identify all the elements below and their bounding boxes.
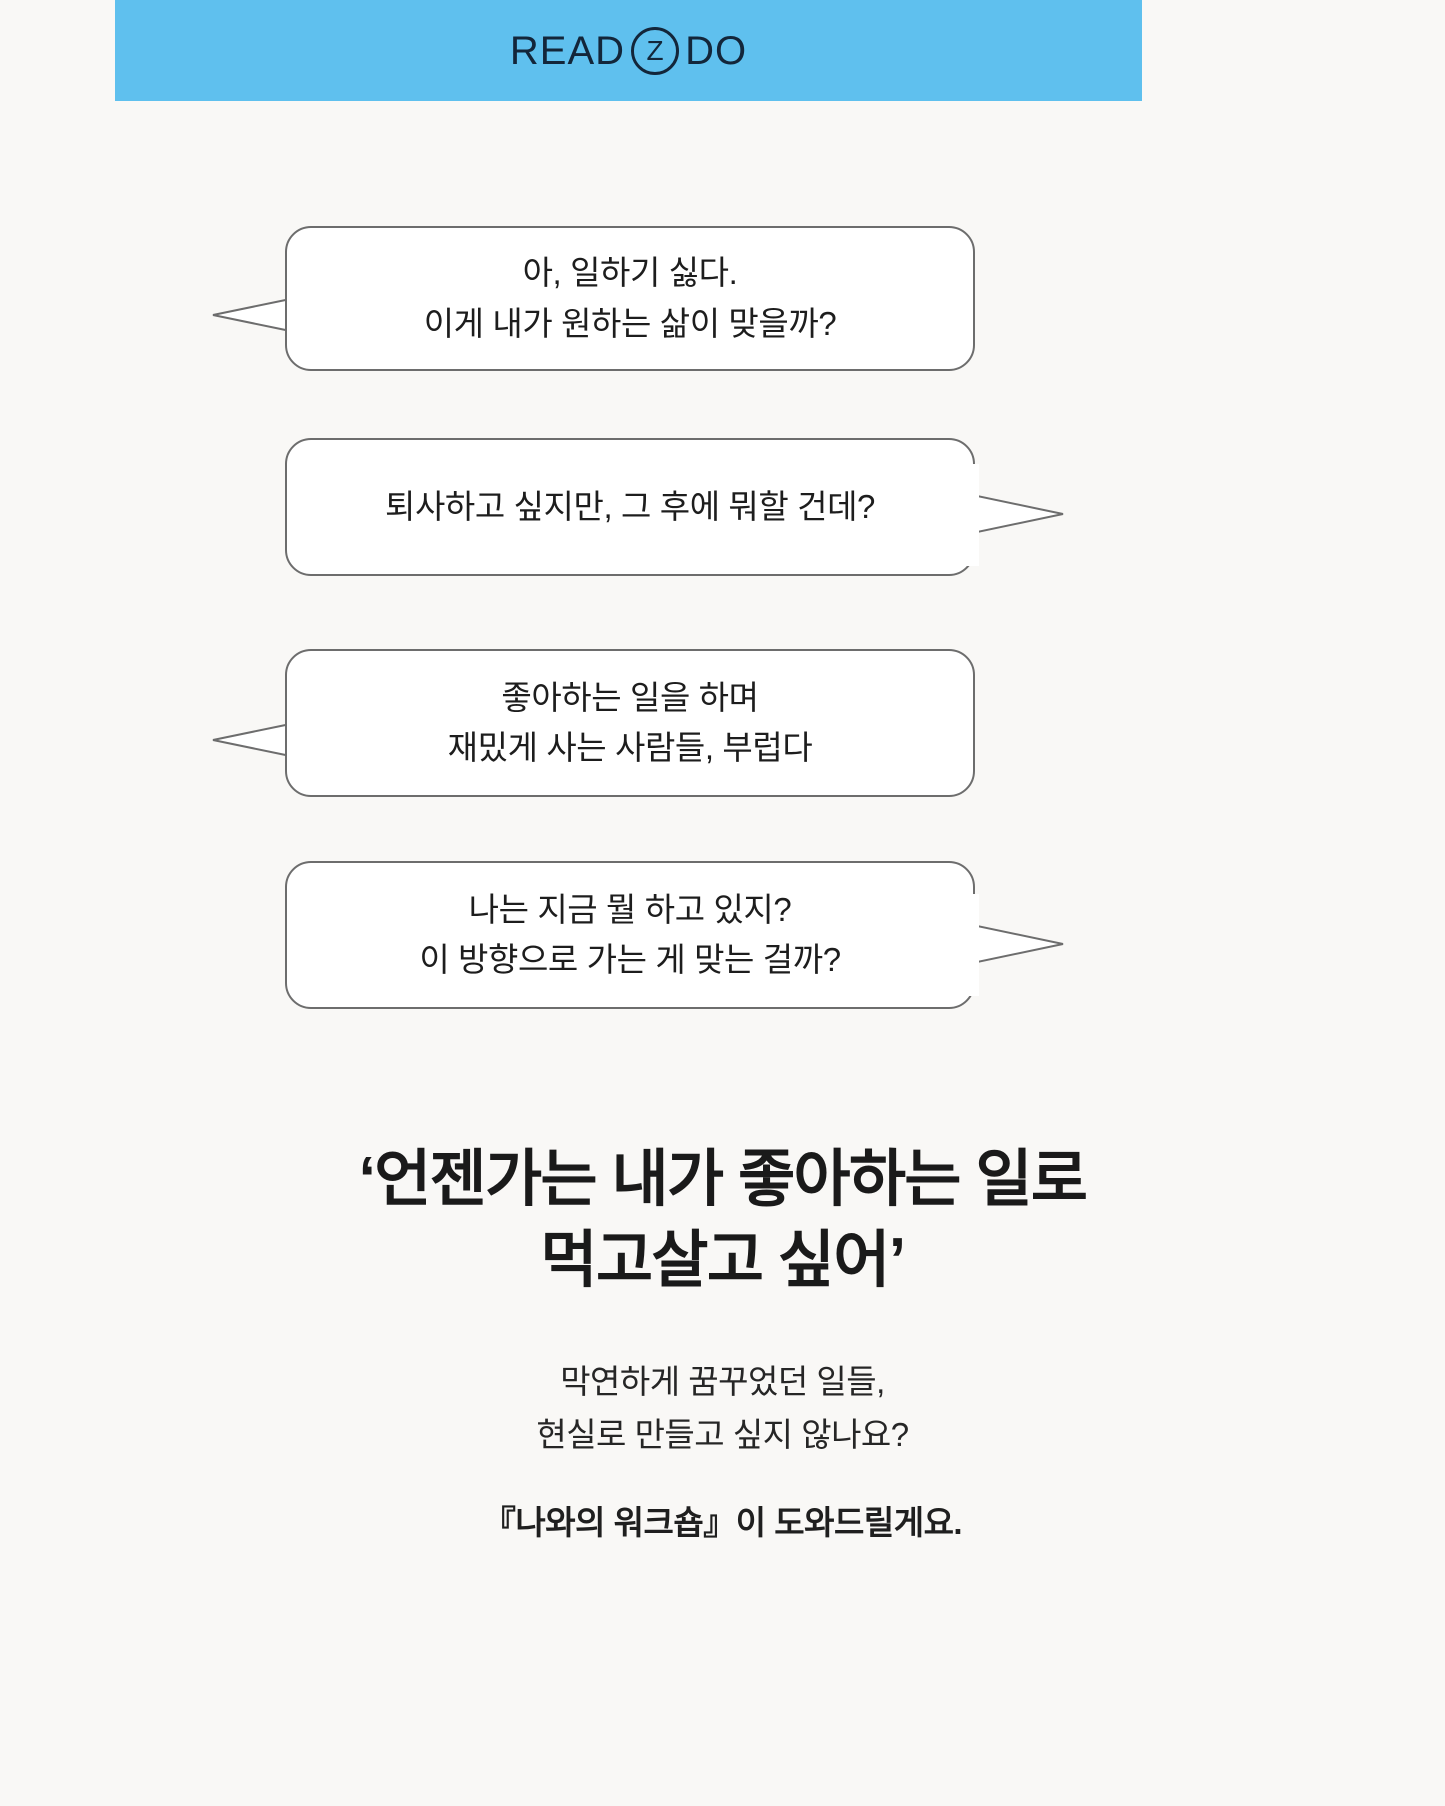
logo-right-word: DO: [685, 28, 748, 73]
headline-block: ‘언젠가는 내가 좋아하는 일로 먹고살고 싶어’: [0, 1140, 1445, 1301]
headline-text: ‘언젠가는 내가 좋아하는 일로 먹고살고 싶어’: [358, 1145, 1088, 1295]
closing-block: 『나와의 워크숍』이 도와드릴게요.: [0, 1498, 1445, 1548]
bubble-2: 퇴사하고 싶지만, 그 후에 뭐할 건데?: [285, 438, 975, 576]
logo-left-word: READ: [509, 28, 626, 73]
closing-text: 『나와의 워크숍』이 도와드릴게요.: [482, 1504, 963, 1541]
logo-z-circle-icon: Z: [631, 26, 680, 75]
bubble-3: 좋아하는 일을 하며 재밌게 사는 사람들, 부럽다: [285, 649, 975, 797]
bubble-1-text: 아, 일하기 싫다. 이게 내가 원하는 삶이 맞을까?: [423, 254, 837, 342]
bubble-4: 나는 지금 뭘 하고 있지? 이 방향으로 가는 게 맞는 걸까?: [285, 861, 975, 1009]
subtext-text: 막연하게 꿈꾸었던 일들, 현실로 만들고 싶지 않나요?: [536, 1363, 909, 1454]
bubble-3-text: 좋아하는 일을 하며 재밌게 사는 사람들, 부럽다: [447, 678, 813, 766]
bubble-1: 아, 일하기 싫다. 이게 내가 원하는 삶이 맞을까?: [285, 226, 975, 371]
bubble-4-text: 나는 지금 뭘 하고 있지? 이 방향으로 가는 게 맞는 걸까?: [419, 890, 841, 978]
bubble-2-text: 퇴사하고 싶지만, 그 후에 뭐할 건데?: [384, 487, 875, 525]
subtext-block: 막연하게 꿈꾸었던 일들, 현실로 만들고 싶지 않나요?: [0, 1355, 1445, 1462]
header-band: READ Z DO: [115, 0, 1142, 101]
brand-logo: READ Z DO: [509, 26, 748, 75]
